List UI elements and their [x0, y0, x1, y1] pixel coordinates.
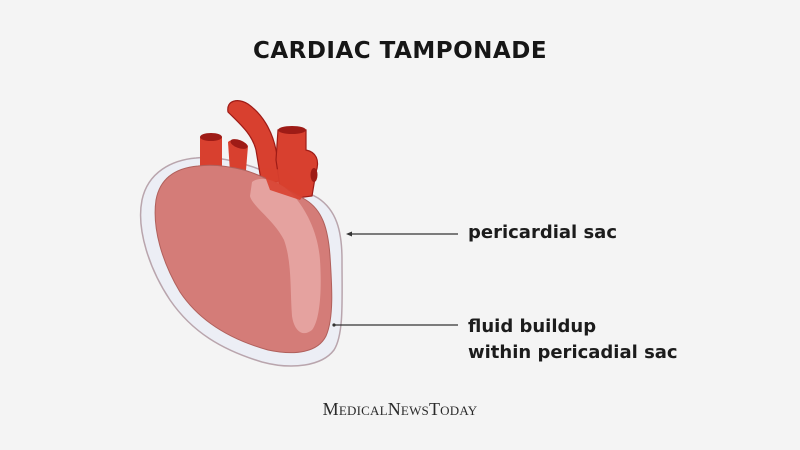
logo-text: EDICAL — [338, 403, 388, 418]
logo-letter: T — [428, 399, 441, 419]
fluid-buildup-label: fluid buildup within pericadial sac — [468, 314, 678, 366]
logo-letter: N — [387, 399, 401, 419]
fluid-buildup-label-line1: fluid buildup — [468, 316, 597, 337]
medical-news-today-logo: MEDICALNEWSTODAY — [0, 399, 800, 420]
fluid-buildup-label-line2: within pericadial sac — [468, 342, 678, 363]
logo-text: ODAY — [440, 403, 478, 418]
pericardial-sac-label: pericardial sac — [468, 222, 618, 243]
logo-letter: M — [322, 399, 339, 419]
diagram-title: CARDIAC TAMPONADE — [252, 38, 548, 64]
heart-highlight — [250, 178, 321, 334]
logo-text: EWS — [400, 403, 429, 418]
